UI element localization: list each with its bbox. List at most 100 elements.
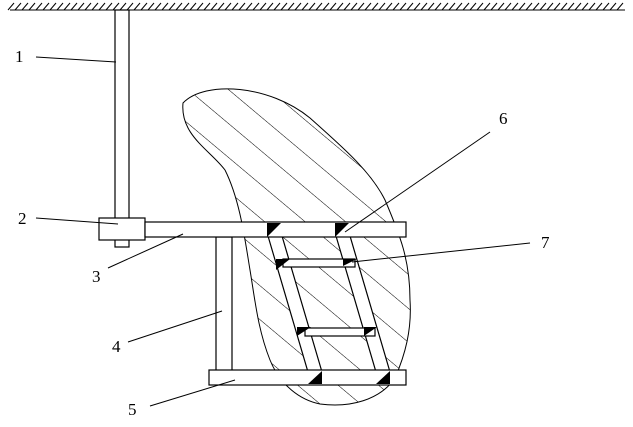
ground-hatch-tick [147,2,155,11]
ground-hatch-tick [63,2,71,11]
ground-hatch-tick [483,2,491,11]
ground-hatch-tick [280,2,288,11]
ground-hatch-tick [413,2,421,11]
ground-hatch-tick [154,2,162,11]
ground-hatch-tick [56,2,64,11]
ground-hatch-tick [588,2,596,11]
ground-hatch-tick [329,2,337,11]
label-2: 2 [18,209,27,228]
ground-hatch-tick [224,2,232,11]
suspension-rod [114,9,130,248]
ground-hatch-tick [168,2,176,11]
ground-hatch-tick [378,2,386,11]
ground-hatch-tick [504,2,512,11]
ground-hatch-tick [350,2,358,11]
ground-hatch-tick [287,2,295,11]
ground-hatch-tick [301,2,309,11]
ground-hatch-tick [140,2,148,11]
ground-surface [7,2,625,11]
ground-hatch-tick [21,2,29,11]
ground-hatch-tick [357,2,365,11]
inclined-frame [267,235,391,373]
ground-hatch-tick [161,2,169,11]
ground-hatch-tick [581,2,589,11]
ground-hatch-tick [105,2,113,11]
ground-hatch-tick [112,2,120,11]
ground-hatch-tick [546,2,554,11]
label-1: 1 [15,47,24,66]
ground-hatch-tick [119,2,127,11]
ground-hatch-tick [616,2,624,11]
ground-hatch-tick [420,2,428,11]
ground-hatch-tick [84,2,92,11]
ground-hatch-tick [210,2,218,11]
ground-hatch-tick [294,2,302,11]
label-4: 4 [112,337,121,356]
ground-hatch-tick [469,2,477,11]
ground-hatch-tick [175,2,183,11]
ground-hatch-tick [427,2,435,11]
ground-hatch-tick [238,2,246,11]
support-post [215,236,233,372]
ground-hatch-tick [98,2,106,11]
label-3: 3 [92,267,101,286]
ground-hatch-tick [532,2,540,11]
bottom-beam [208,369,407,386]
ground-hatch-tick [196,2,204,11]
ground-hatch-tick [574,2,582,11]
ground-hatch-tick [511,2,519,11]
ground-hatch-tick [273,2,281,11]
ground-hatch-tick [441,2,449,11]
ground-hatch-tick [490,2,498,11]
ground-hatch-tick [609,2,617,11]
ground-hatch-tick [35,2,43,11]
ground-hatch-tick [392,2,400,11]
ground-hatch-tick [42,2,50,11]
part-labels: 1 2 3 4 5 6 7 [15,47,550,419]
ground-hatch-tick [567,2,575,11]
ground-hatch-tick [308,2,316,11]
ground-hatch-tick [385,2,393,11]
ground-hatch-tick [259,2,267,11]
ground-hatch-tick [28,2,36,11]
ground-hatch-tick [77,2,85,11]
rod-clamp [98,217,146,241]
ground-hatch-tick [231,2,239,11]
ground-hatch-tick [49,2,57,11]
ground-hatch-tick [560,2,568,11]
ground-hatch-tick [595,2,603,11]
ground-hatch-tick [434,2,442,11]
ground-hatch-tick [266,2,274,11]
ground-hatch-tick [364,2,372,11]
ground-hatch-tick [315,2,323,11]
ground-hatch-tick [133,2,141,11]
ground-hatch-tick [182,2,190,11]
ground-hatch-tick [602,2,610,11]
ground-hatch-tick [455,2,463,11]
ground-hatch-tick [70,2,78,11]
ground-hatch-tick [91,2,99,11]
ground-hatch-tick [476,2,484,11]
ground-hatch-tick [245,2,253,11]
label-7: 7 [541,233,550,252]
ground-hatch-tick [448,2,456,11]
ground-hatch-tick [189,2,197,11]
ground-hatch-tick [7,2,15,11]
ground-hatch-tick [525,2,533,11]
ground-hatch-tick [322,2,330,11]
ground-hatch-tick [462,2,470,11]
ground-hatch-tick [14,2,22,11]
ground-hatch-tick [126,2,134,11]
ground-hatch-tick [343,2,351,11]
joint-markers [267,223,390,384]
ground-hatch-tick [497,2,505,11]
label-6: 6 [499,109,508,128]
leader-lines [35,56,531,407]
ground-hatch-tick [203,2,211,11]
ground-hatch-tick [406,2,414,11]
ground-hatch-tick [217,2,225,11]
ground-hatch-tick [252,2,260,11]
ground-hatch-tick [371,2,379,11]
